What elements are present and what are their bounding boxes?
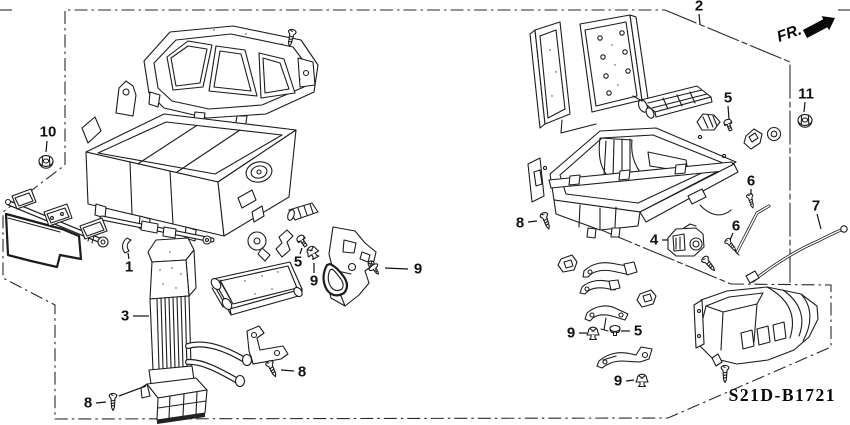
small-actuator-lever <box>696 113 721 131</box>
callout-leaders <box>45 13 822 404</box>
linkage-levers <box>557 254 657 369</box>
leader-line-9 <box>625 379 635 382</box>
leader-line-7 <box>816 213 822 230</box>
leader-line-9 <box>384 267 409 270</box>
leader-line-8 <box>280 369 295 372</box>
link-rod <box>733 204 771 256</box>
heater-core-part3 <box>140 237 208 424</box>
nut-part11 <box>797 114 813 128</box>
fr-direction: FR. <box>775 16 835 46</box>
screw-part6-lower <box>723 236 739 254</box>
screw-part8-left <box>108 392 118 412</box>
lower-duct <box>693 286 819 367</box>
leader-line-5 <box>727 105 730 120</box>
actuator-motor-part4 <box>667 223 705 257</box>
duct-screw <box>720 364 730 384</box>
mode-door-lid <box>632 85 713 119</box>
leader-line-6 <box>729 232 734 241</box>
panel-position-mark <box>560 119 597 134</box>
harness-clip <box>743 126 782 150</box>
leader-line-10 <box>45 140 48 153</box>
insulator-panel-b <box>579 14 649 113</box>
control-cable-part7 <box>745 225 848 284</box>
fr-label: FR. <box>775 22 804 46</box>
pipe-bracket <box>246 325 289 365</box>
side-bracket <box>322 226 377 307</box>
leader-line-1 <box>127 252 130 260</box>
screw-part8-case <box>538 211 554 231</box>
leader-line-11 <box>803 101 806 113</box>
heater-case-right <box>527 127 739 239</box>
clip-part9-left <box>303 243 322 262</box>
nut-part5-mid <box>609 324 621 337</box>
diagram-code: S21D-B1721 <box>729 385 836 405</box>
heater-cover-part <box>143 25 319 130</box>
insulator-panel-a <box>529 21 571 129</box>
leader-line-8 <box>95 401 107 404</box>
heater-case-left <box>81 80 319 262</box>
clip-part9-mid-a <box>586 326 600 341</box>
flat-core-panel <box>210 261 303 316</box>
screw-near-part4 <box>700 254 718 274</box>
clip-part9-mid-b <box>635 373 649 388</box>
nut-part10 <box>38 155 54 169</box>
leader-line-5 <box>299 247 303 255</box>
screw-part6-upper <box>745 192 757 210</box>
leader-line-8 <box>527 220 538 223</box>
heater-pipes <box>185 341 253 388</box>
mounting-rod-and-pads <box>4 188 109 269</box>
leader-line-2 <box>698 13 701 25</box>
clip-part1 <box>122 237 132 254</box>
fr-arrow-icon <box>802 16 835 38</box>
bolt-part5-left <box>295 233 310 249</box>
screw-part8-mid <box>264 359 280 379</box>
bolt-part5-top <box>722 117 735 133</box>
